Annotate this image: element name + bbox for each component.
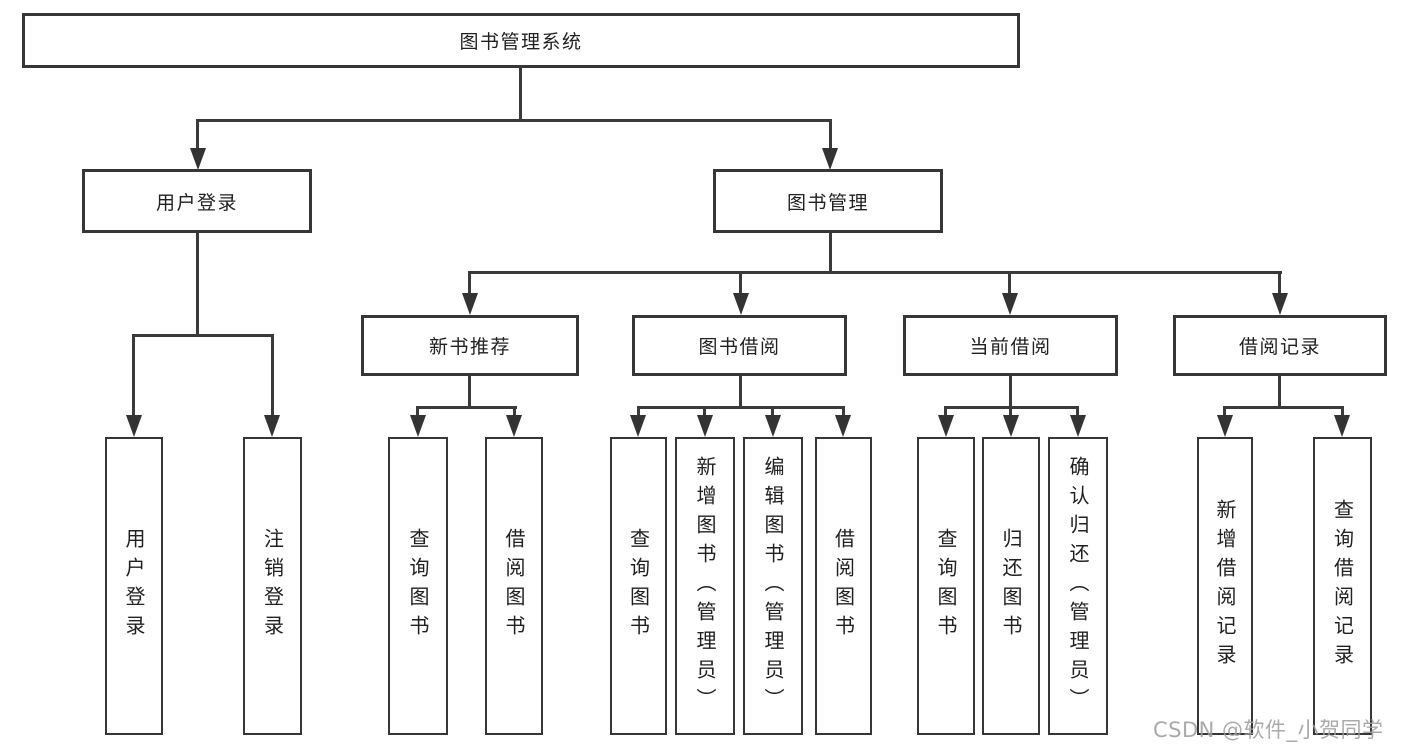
- leaf-return-book: 归还图书: [982, 437, 1040, 735]
- connector-line: [513, 406, 516, 416]
- leaf-query-book-recommend: 查询图书: [388, 437, 448, 735]
- leaf-label: 新增借阅记录: [1213, 499, 1237, 673]
- leaf-label: 归还图书: [999, 528, 1023, 644]
- connector-line: [196, 119, 832, 122]
- connector-line: [468, 376, 471, 409]
- leaf-borrow-book-recommend: 借阅图书: [485, 437, 543, 735]
- node-label: 新书推荐: [428, 336, 511, 358]
- arrowhead-down-icon: [1272, 293, 1288, 315]
- connector-line: [468, 271, 1282, 274]
- leaf-label: 编辑图书（管理员）: [761, 455, 785, 717]
- connector-line: [1224, 406, 1343, 409]
- connector-line: [196, 119, 199, 151]
- leaf-label: 新增图书（管理员）: [693, 455, 717, 717]
- node-book-borrow: 图书借阅: [632, 315, 847, 376]
- arrowhead-down-icon: [835, 415, 851, 437]
- arrowhead-down-icon: [1217, 415, 1233, 437]
- connector-line: [1008, 271, 1011, 293]
- connector-line: [637, 406, 845, 409]
- leaf-add-book-admin: 新增图书（管理员）: [675, 437, 735, 735]
- leaf-logout: 注销登录: [243, 437, 302, 735]
- leaf-user-login: 用户登录: [105, 437, 163, 735]
- connector-line: [132, 334, 135, 416]
- node-user-login: 用户登录: [82, 169, 312, 233]
- arrowhead-down-icon: [1334, 415, 1350, 437]
- leaf-edit-book-admin: 编辑图书（管理员）: [743, 437, 803, 735]
- arrowhead-down-icon: [264, 415, 280, 437]
- leaf-label: 查询图书: [626, 528, 651, 644]
- connector-line: [703, 406, 706, 416]
- node-label: 用户登录: [155, 191, 238, 214]
- connector-line: [196, 233, 199, 337]
- connector-line: [1009, 376, 1012, 409]
- connector-line: [133, 334, 274, 337]
- leaf-label: 查询借阅记录: [1330, 499, 1355, 673]
- leaf-label: 查询图书: [406, 528, 430, 644]
- arrowhead-down-icon: [462, 293, 478, 315]
- connector-line: [1341, 406, 1344, 416]
- connector-line: [944, 406, 947, 416]
- connector-line: [1009, 406, 1012, 416]
- connector-line: [842, 406, 845, 416]
- connector-line: [271, 334, 274, 416]
- leaf-confirm-return-admin: 确认归还（管理员）: [1048, 437, 1108, 735]
- arrowhead-down-icon: [190, 148, 206, 170]
- leaf-label: 借阅图书: [502, 528, 526, 644]
- connector-line: [1278, 271, 1281, 293]
- leaf-query-borrow-record: 查询借阅记录: [1313, 437, 1372, 735]
- connector-line: [637, 406, 640, 416]
- arrowhead-down-icon: [733, 293, 749, 315]
- arrowhead-down-icon: [126, 415, 142, 437]
- connector-line: [739, 376, 742, 409]
- connector-line: [829, 119, 832, 151]
- connector-line: [771, 406, 774, 416]
- node-label: 图书管理系统: [459, 31, 583, 53]
- leaf-add-borrow-record: 新增借阅记录: [1197, 437, 1253, 735]
- arrowhead-down-icon: [1003, 415, 1019, 437]
- arrowhead-down-icon: [1002, 293, 1018, 315]
- connector-line: [1278, 376, 1281, 409]
- node-borrow-record: 借阅记录: [1173, 315, 1387, 376]
- connector-line: [468, 271, 471, 293]
- node-label: 当前借阅: [969, 336, 1052, 358]
- leaf-label: 注销登录: [260, 528, 285, 644]
- leaf-label: 借阅图书: [831, 528, 856, 644]
- arrowhead-down-icon: [938, 415, 954, 437]
- leaf-query-book-current: 查询图书: [917, 437, 975, 735]
- node-book-management: 图书管理: [713, 169, 943, 233]
- connector-line: [739, 271, 742, 293]
- leaf-label: 确认归还（管理员）: [1066, 455, 1090, 717]
- connector-line: [1076, 406, 1079, 416]
- connector-line: [417, 406, 517, 409]
- arrowhead-down-icon: [822, 148, 838, 170]
- leaf-query-book-borrow: 查询图书: [610, 437, 667, 735]
- arrowhead-down-icon: [697, 415, 713, 437]
- node-current-borrow: 当前借阅: [903, 315, 1118, 376]
- node-label: 图书管理: [786, 191, 869, 214]
- leaf-borrow-book: 借阅图书: [815, 437, 872, 735]
- connector-line: [519, 67, 522, 120]
- connector-line: [416, 406, 419, 416]
- node-label: 借阅记录: [1238, 336, 1321, 358]
- node-new-book-recommend: 新书推荐: [361, 315, 579, 376]
- node-label: 图书借阅: [698, 336, 781, 358]
- connector-line: [829, 233, 832, 274]
- arrowhead-down-icon: [1070, 415, 1086, 437]
- arrowhead-down-icon: [506, 415, 522, 437]
- node-library-management-system: 图书管理系统: [22, 13, 1020, 68]
- leaf-label: 用户登录: [122, 528, 146, 644]
- connector-line: [1223, 406, 1226, 416]
- leaf-label: 查询图书: [934, 528, 958, 644]
- arrowhead-down-icon: [765, 415, 781, 437]
- arrowhead-down-icon: [630, 415, 646, 437]
- csdn-watermark: CSDN @软件_小贺同学: [1153, 718, 1384, 742]
- arrowhead-down-icon: [410, 415, 426, 437]
- connector-line: [945, 406, 1079, 409]
